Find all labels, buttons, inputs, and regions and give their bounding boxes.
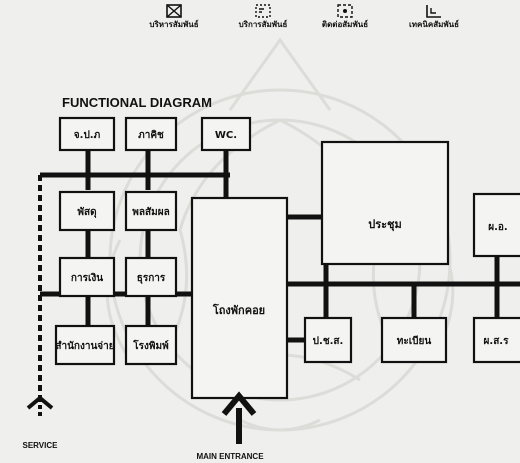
room-label: พัสดุ [77, 206, 96, 218]
service-label: SERVICE [23, 441, 59, 450]
room-ao: ผ.อ. [474, 194, 520, 256]
room-label: ประชุม [368, 218, 402, 232]
room-label: ภาคิช [138, 129, 164, 141]
room-label: ผ.อ. [488, 222, 507, 233]
room-label: สำนักงานจ่าย [55, 340, 114, 352]
room-lobby: โถงพักคอย [192, 198, 287, 398]
room-pso: ป.ช.ส. [305, 318, 351, 362]
room-label: ทะเบียน [397, 335, 432, 347]
diagram-title: FUNCTIONAL DIAGRAM [62, 95, 212, 110]
room-label: จ.ป.ภ [74, 129, 101, 141]
room-label: ป.ช.ส. [313, 335, 344, 347]
room-label: ธุรการ [137, 273, 166, 284]
room-jpk: จ.ป.ภ [60, 118, 114, 150]
room-pasadu: พัสดุ [60, 192, 114, 230]
service-entry-icon [28, 398, 52, 418]
room-hsr: ผ.ส.ร [474, 318, 520, 362]
main-entrance-label: MAIN ENTRANCE [196, 452, 264, 461]
room-samnakngan: สำนักงานจ่าย [55, 326, 114, 364]
room-thurakarn: ธุรการ [126, 258, 176, 296]
room-label: โถงพักคอย [212, 303, 265, 317]
room-label: WC. [215, 130, 237, 141]
room-prachum: ประชุม [322, 142, 448, 264]
room-rongphim: โรงพิมพ์ [126, 326, 176, 364]
room-label: การเงิน [71, 272, 103, 284]
room-pakwicha: ภาคิช [126, 118, 176, 150]
room-label: พลสัมผล [132, 206, 169, 218]
room-wc: WC. [202, 118, 250, 150]
main-entrance-arrow-icon [224, 396, 254, 444]
room-thabian: ทะเบียน [382, 318, 446, 362]
room-prachasamphan: พลสัมผล [126, 192, 176, 230]
room-label: ผ.ส.ร [484, 336, 510, 347]
room-karnngoen: การเงิน [60, 258, 114, 296]
room-label: โรงพิมพ์ [132, 339, 169, 352]
